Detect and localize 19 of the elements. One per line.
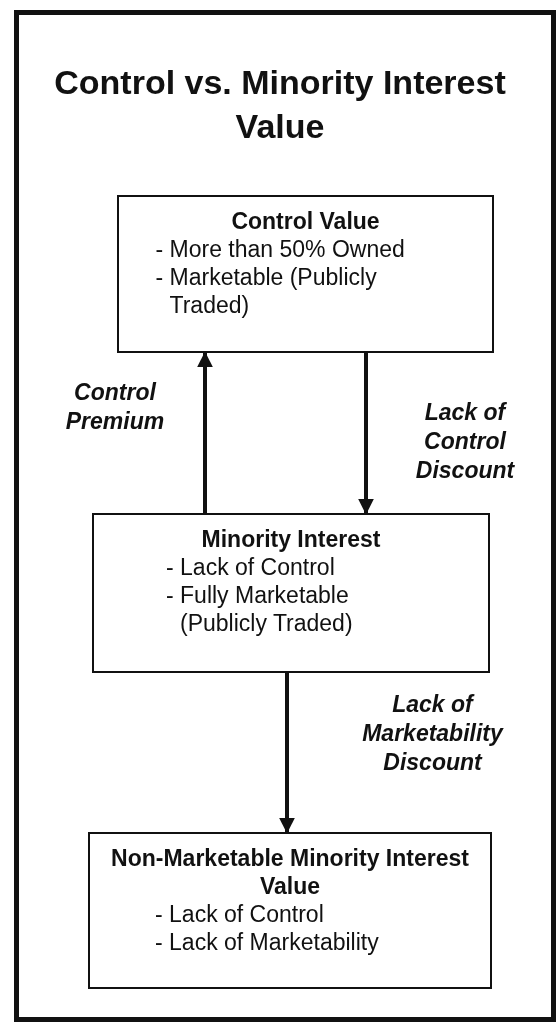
bullet-text: - Fully Marketable (Publicly Traded) bbox=[166, 581, 354, 637]
arrow bbox=[358, 353, 374, 515]
arrow bbox=[197, 351, 213, 513]
box-heading: Control Value bbox=[231, 207, 380, 235]
edge-label: Control Premium bbox=[64, 378, 166, 436]
bullet-text: - Lack of Marketability bbox=[155, 928, 380, 956]
bullet-text: - More than 50% Owned bbox=[155, 235, 406, 263]
edge-label: Lack of Control Discount bbox=[414, 398, 516, 485]
bullet-text: - Marketable (Publicly Traded) bbox=[155, 263, 378, 319]
title: Control vs. Minority Interest Value bbox=[53, 62, 507, 147]
edge-label: Lack of Marketability Discount bbox=[361, 690, 505, 777]
process-box bbox=[88, 832, 492, 989]
box-heading: Minority Interest bbox=[201, 525, 381, 553]
bullet-text: - Lack of Control bbox=[155, 900, 325, 928]
box-heading: Non-Marketable Minority Interest Value bbox=[110, 844, 470, 900]
process-box bbox=[92, 513, 490, 673]
arrow bbox=[279, 673, 295, 834]
process-box bbox=[117, 195, 494, 353]
bullet-text: - Lack of Control bbox=[166, 553, 336, 581]
